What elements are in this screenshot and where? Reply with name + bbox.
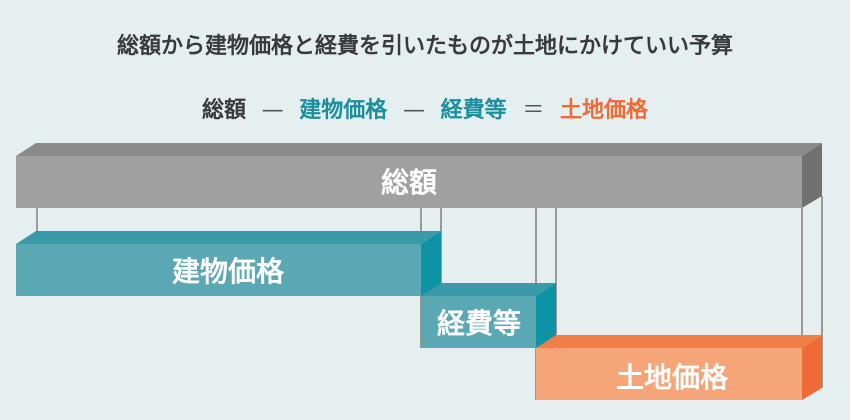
formula-minus: — — [402, 98, 425, 123]
bar-total-label: 総額 — [381, 166, 437, 199]
formula-building: 建物価格 — [299, 98, 388, 123]
bar-land-label: 土地価格 — [616, 361, 729, 394]
formula-expenses: 経費等 — [440, 98, 507, 123]
bar-expenses-label: 経費等 — [437, 307, 521, 340]
formula-equals: ＝ — [522, 98, 545, 123]
bar-building: 建物価格 — [16, 231, 441, 296]
bar-land: 土地価格 — [536, 335, 822, 400]
diagram-title: 総額から建物価格と経費を引いたものが土地にかけていい予算 — [116, 34, 733, 59]
bar-building-label: 建物価格 — [172, 255, 285, 288]
formula: 総額 — 建物価格 — 経費等 ＝ 土地価格 — [0, 92, 850, 124]
bar-expenses: 経費等 — [421, 283, 556, 348]
formula-minus: — — [261, 98, 284, 123]
bar-total: 総額 — [16, 143, 822, 208]
formula-total: 総額 — [201, 98, 246, 123]
formula-land: 土地価格 — [560, 98, 649, 123]
